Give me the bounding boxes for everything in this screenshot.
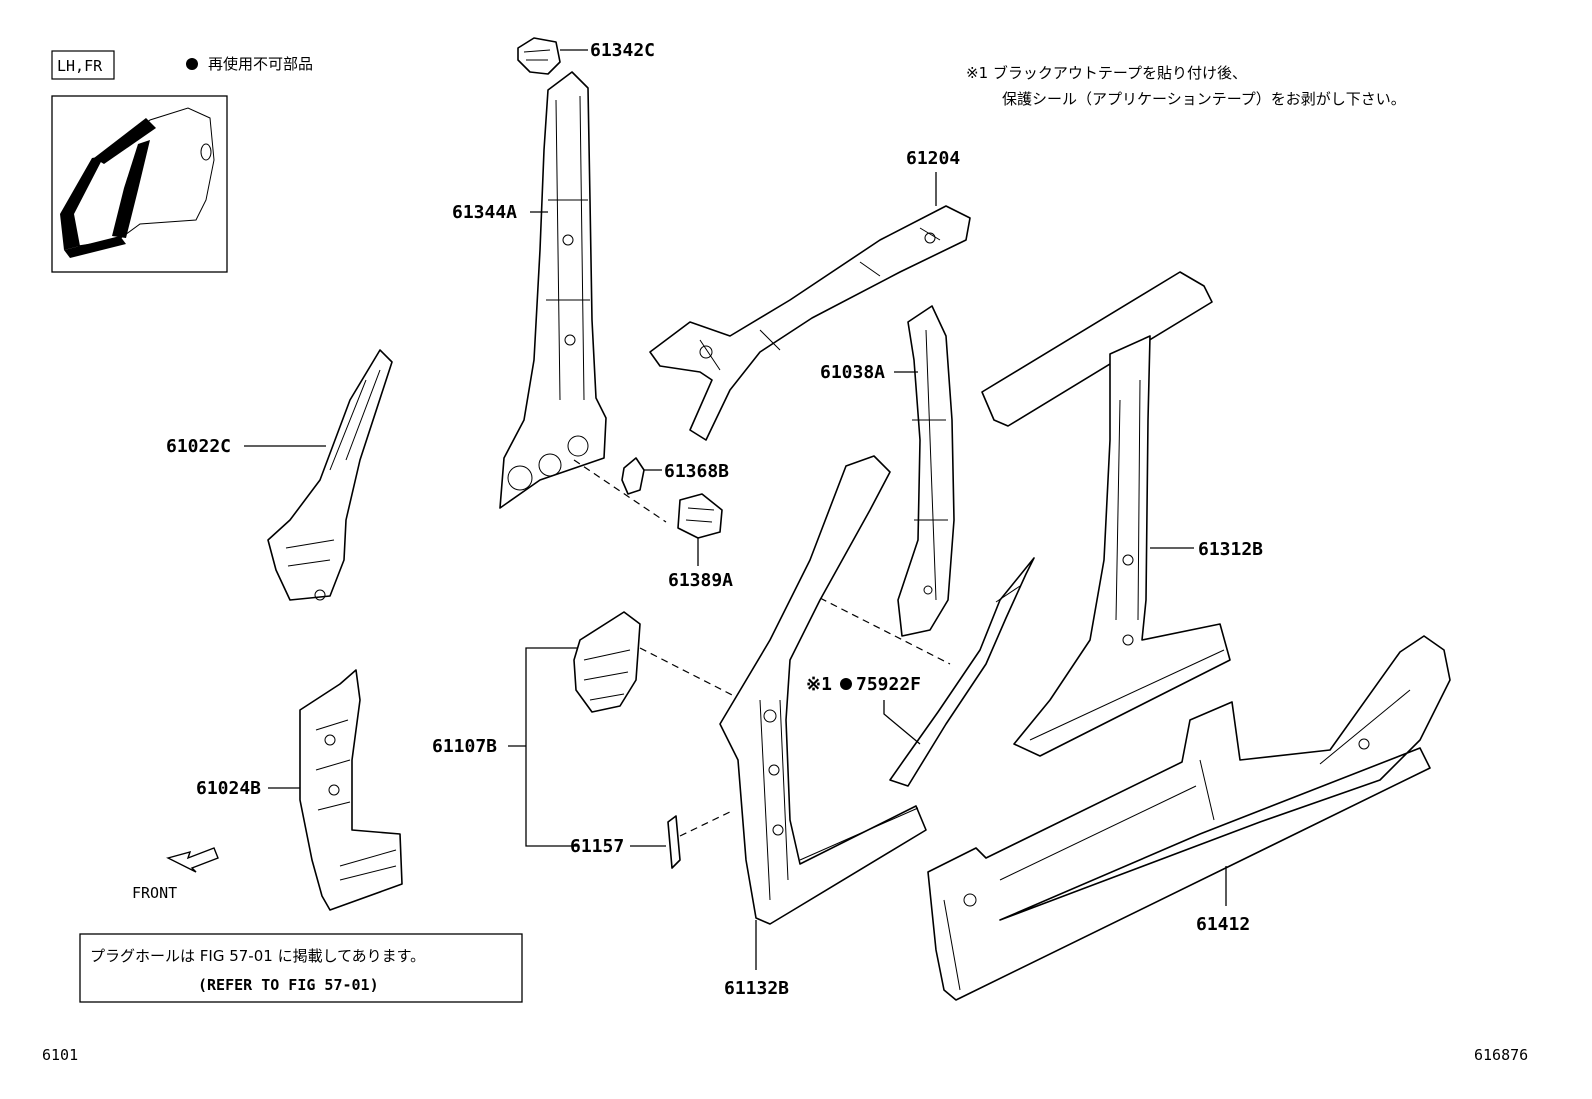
footer-right-code: 616876 — [1474, 1046, 1528, 1064]
label-61038A: 61038A — [820, 362, 885, 383]
label-61312B: 61312B — [1198, 539, 1263, 560]
part-61038A-shape — [897, 305, 955, 637]
part-61132B-shape — [719, 455, 927, 925]
nonreusable-dot-icon — [186, 58, 198, 70]
front-label: FRONT — [132, 884, 177, 902]
label-61368B: 61368B — [664, 461, 729, 482]
vehicle-locator-inset — [51, 95, 228, 273]
front-arrow-icon — [166, 847, 219, 873]
label-61022C: 61022C — [166, 436, 231, 457]
callout-prefix-75922F: ※1 — [806, 674, 832, 695]
label-61107B: 61107B — [432, 736, 497, 757]
label-75922F: 75922F — [856, 674, 921, 695]
position-code: LH,FR — [57, 57, 103, 75]
part-61204-shape — [649, 205, 971, 441]
part-61342C-shape — [517, 37, 561, 75]
label-61204: 61204 — [906, 148, 960, 169]
refer-box-line-1: プラグホールは FIG 57-01 に掲載してあります。 — [90, 947, 425, 965]
note-line-1: ※1 ブラックアウトテープを貼り付け後、 — [966, 64, 1247, 82]
part-61368B-shape — [621, 457, 645, 495]
part-61022C-shape — [267, 349, 393, 601]
label-61024B: 61024B — [196, 778, 261, 799]
label-61344A: 61344A — [452, 202, 517, 223]
label-61342C: 61342C — [590, 40, 655, 61]
part-61412-shape — [927, 635, 1451, 1001]
nonreusable-dot-icon-75922F — [840, 678, 852, 690]
nonreusable-legend: 再使用不可部品 — [208, 55, 313, 73]
label-61157: 61157 — [570, 836, 624, 857]
part-61389A-shape — [677, 493, 723, 539]
refer-box-line-2: (REFER TO FIG 57-01) — [198, 976, 379, 994]
label-61412: 61412 — [1196, 914, 1250, 935]
part-75922F-shape — [889, 557, 1035, 787]
part-61024B-shape — [299, 669, 403, 911]
label-61389A: 61389A — [668, 570, 733, 591]
footer-left-code: 6101 — [42, 1046, 78, 1064]
part-61157-shape — [667, 815, 681, 869]
refer-box: プラグホールは FIG 57-01 に掲載してあります。 (REFER TO F… — [79, 933, 523, 1003]
position-badge: LH,FR — [51, 50, 115, 80]
part-61107B-shape — [573, 611, 641, 713]
note-line-2: 保護シール（アプリケーションテープ）をお剥がし下さい。 — [1002, 90, 1406, 108]
part-61312B-shape — [981, 271, 1231, 757]
part-61344A-shape — [499, 71, 607, 509]
label-61132B: 61132B — [724, 978, 789, 999]
